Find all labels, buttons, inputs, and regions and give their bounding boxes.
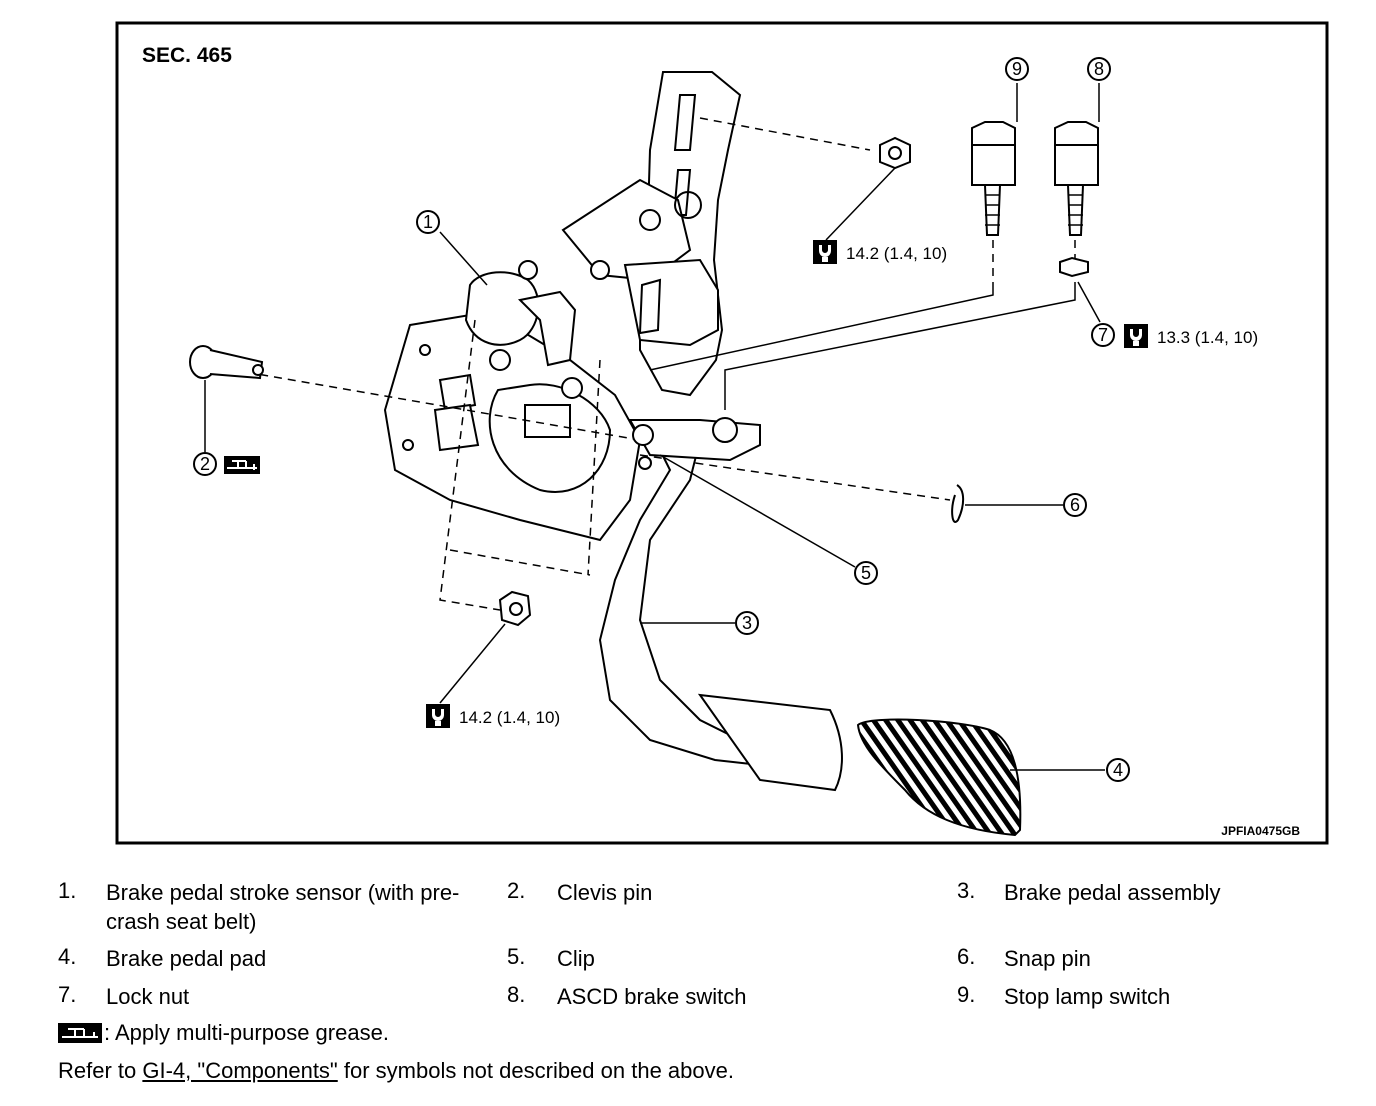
components-link[interactable]: GI-4, "Components" — [142, 1058, 338, 1083]
refer-note: Refer to GI-4, "Components" for symbols … — [58, 1058, 734, 1084]
svg-text:8: 8 — [1094, 59, 1104, 79]
legend-number: 2. — [507, 878, 526, 903]
legend-number: 3. — [957, 878, 976, 903]
callout-5: 5 — [854, 561, 878, 585]
legend-text: Brake pedal stroke sensor (with pre-cras… — [106, 880, 460, 934]
callout-leaders — [204, 83, 1105, 771]
legend-number: 4. — [58, 944, 77, 969]
pedal-bracket — [561, 71, 742, 397]
grease-note-text: : Apply multi-purpose grease. — [104, 1020, 389, 1045]
refer-prefix: Refer to — [58, 1058, 143, 1083]
pedal-pad — [856, 718, 1022, 837]
legend-text: Brake pedal pad — [106, 946, 267, 971]
svg-text:7: 7 — [1098, 325, 1108, 345]
lower-nut — [498, 590, 532, 627]
torque-label-upper: 14.2 (1.4, 10) — [813, 240, 947, 264]
legend-number: 6. — [957, 944, 976, 969]
legend-text: Clevis pin — [557, 880, 653, 905]
callout-8: 8 — [1087, 57, 1111, 81]
legend-text: ASCD brake switch — [557, 984, 747, 1009]
legend-number: 1. — [58, 878, 77, 903]
svg-text:1: 1 — [423, 212, 433, 232]
svg-text:14.2 (1.4, 10): 14.2 (1.4, 10) — [459, 708, 560, 727]
svg-text:6: 6 — [1070, 495, 1080, 515]
legend-text: Clip — [557, 946, 595, 971]
refer-suffix: for symbols not described on the above. — [337, 1058, 734, 1083]
clevis-pin — [189, 345, 264, 380]
legend-text: Stop lamp switch — [1004, 984, 1171, 1009]
legend-number: 7. — [58, 982, 77, 1007]
mounting-plate — [383, 313, 642, 542]
torque-wrench-icon — [813, 240, 837, 264]
svg-text:5: 5 — [861, 563, 871, 583]
callout-2: 2 — [193, 452, 217, 476]
legend-text: Brake pedal assembly — [1004, 880, 1221, 905]
svg-text:4: 4 — [1113, 760, 1123, 780]
stroke-sensor — [464, 260, 610, 399]
svg-text:13.3 (1.4, 10): 13.3 (1.4, 10) — [1157, 328, 1258, 347]
grease-icon — [223, 455, 261, 475]
callout-3: 3 — [735, 611, 759, 635]
lock-nut — [1059, 256, 1089, 278]
stop-lamp-switch — [971, 121, 1016, 236]
legend-text: Lock nut — [106, 984, 190, 1009]
legend-number: 5. — [507, 944, 526, 969]
section-label: SEC. 465 — [142, 44, 232, 67]
legend-number: 9. — [957, 982, 976, 1007]
upper-nut — [879, 136, 911, 170]
svg-text:9: 9 — [1012, 59, 1022, 79]
diagram-frame — [115, 21, 1329, 845]
svg-text:3: 3 — [742, 613, 752, 633]
figure-id: JPFIA0475GB — [1221, 824, 1300, 838]
parts-legend: 1. Brake pedal stroke sensor (with pre-c… — [0, 870, 1376, 1106]
snap-pin — [951, 484, 965, 523]
legend-text: Snap pin — [1004, 946, 1091, 971]
grease-note: : Apply multi-purpose grease. — [58, 1020, 389, 1046]
assembly-dashed-lines — [204, 117, 1076, 611]
legend-number: 8. — [507, 982, 526, 1007]
torque-wrench-icon — [426, 704, 450, 728]
callout-markers: 1 2 3 4 5 6 7 8 9 — [193, 57, 1130, 782]
callout-6: 6 — [1063, 493, 1087, 517]
callout-9: 9 — [1005, 57, 1029, 81]
torque-label-lower: 14.2 (1.4, 10) — [426, 704, 560, 728]
torque-wrench-icon — [1124, 324, 1148, 348]
ascd-brake-switch — [1054, 121, 1099, 236]
callout-7: 7 — [1091, 323, 1115, 347]
pedal-arm — [598, 417, 843, 792]
torque-label-locknut: 13.3 (1.4, 10) — [1124, 324, 1258, 348]
switch-leaders — [649, 285, 1076, 410]
callout-1: 1 — [416, 210, 440, 234]
callout-4: 4 — [1106, 758, 1130, 782]
svg-text:14.2 (1.4, 10): 14.2 (1.4, 10) — [846, 244, 947, 263]
grease-icon — [58, 1023, 102, 1043]
brake-pedal-diagram: SEC. 465 JPFIA0475GB — [115, 21, 1329, 845]
svg-text:2: 2 — [200, 454, 210, 474]
